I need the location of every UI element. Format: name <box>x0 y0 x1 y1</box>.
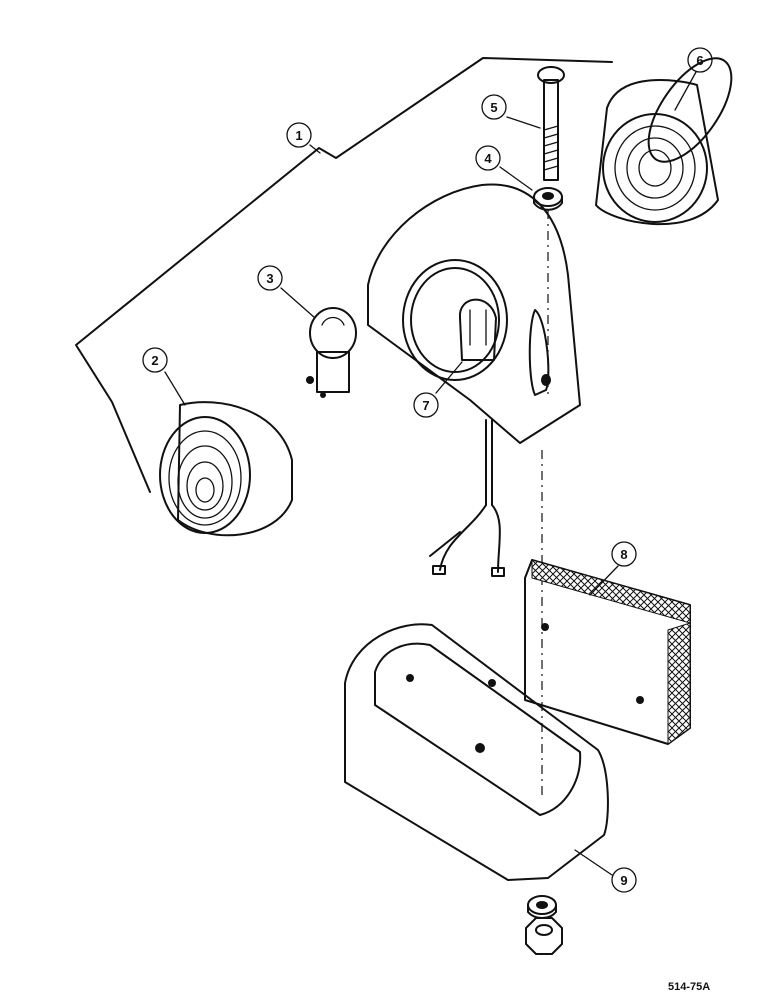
lens-cup <box>595 57 733 226</box>
figure-reference: 514-75A <box>668 981 710 993</box>
callout-5: 5 <box>481 94 507 120</box>
assembly-bracket <box>75 57 613 493</box>
callout-1: 1 <box>286 122 312 148</box>
callout-9-label: 9 <box>620 873 627 888</box>
callout-4: 4 <box>475 145 501 171</box>
wires <box>429 419 505 577</box>
bulb-holder <box>458 298 497 361</box>
nut-and-washer <box>525 895 563 955</box>
bolt <box>537 66 565 181</box>
lamp-base <box>344 623 609 881</box>
reflector <box>524 559 691 745</box>
callout-6-label: 6 <box>696 53 703 68</box>
callout-3: 3 <box>257 265 283 291</box>
callout-1-label: 1 <box>295 128 302 143</box>
callout-9: 9 <box>611 867 637 893</box>
washer <box>533 187 563 211</box>
callout-4-label: 4 <box>484 151 492 166</box>
callout-7-label: 7 <box>422 398 429 413</box>
callout-2: 2 <box>142 347 168 373</box>
callout-8: 8 <box>611 541 637 567</box>
callout-6: 6 <box>687 47 713 73</box>
callout-8-label: 8 <box>620 547 627 562</box>
lens-front <box>159 401 293 537</box>
bulb <box>306 307 357 398</box>
leader-lines <box>164 71 697 876</box>
lamp-housing <box>367 183 581 444</box>
callout-5-label: 5 <box>490 100 497 115</box>
callout-2-label: 2 <box>151 353 158 368</box>
callout-3-label: 3 <box>266 271 273 286</box>
callout-7: 7 <box>413 392 439 418</box>
